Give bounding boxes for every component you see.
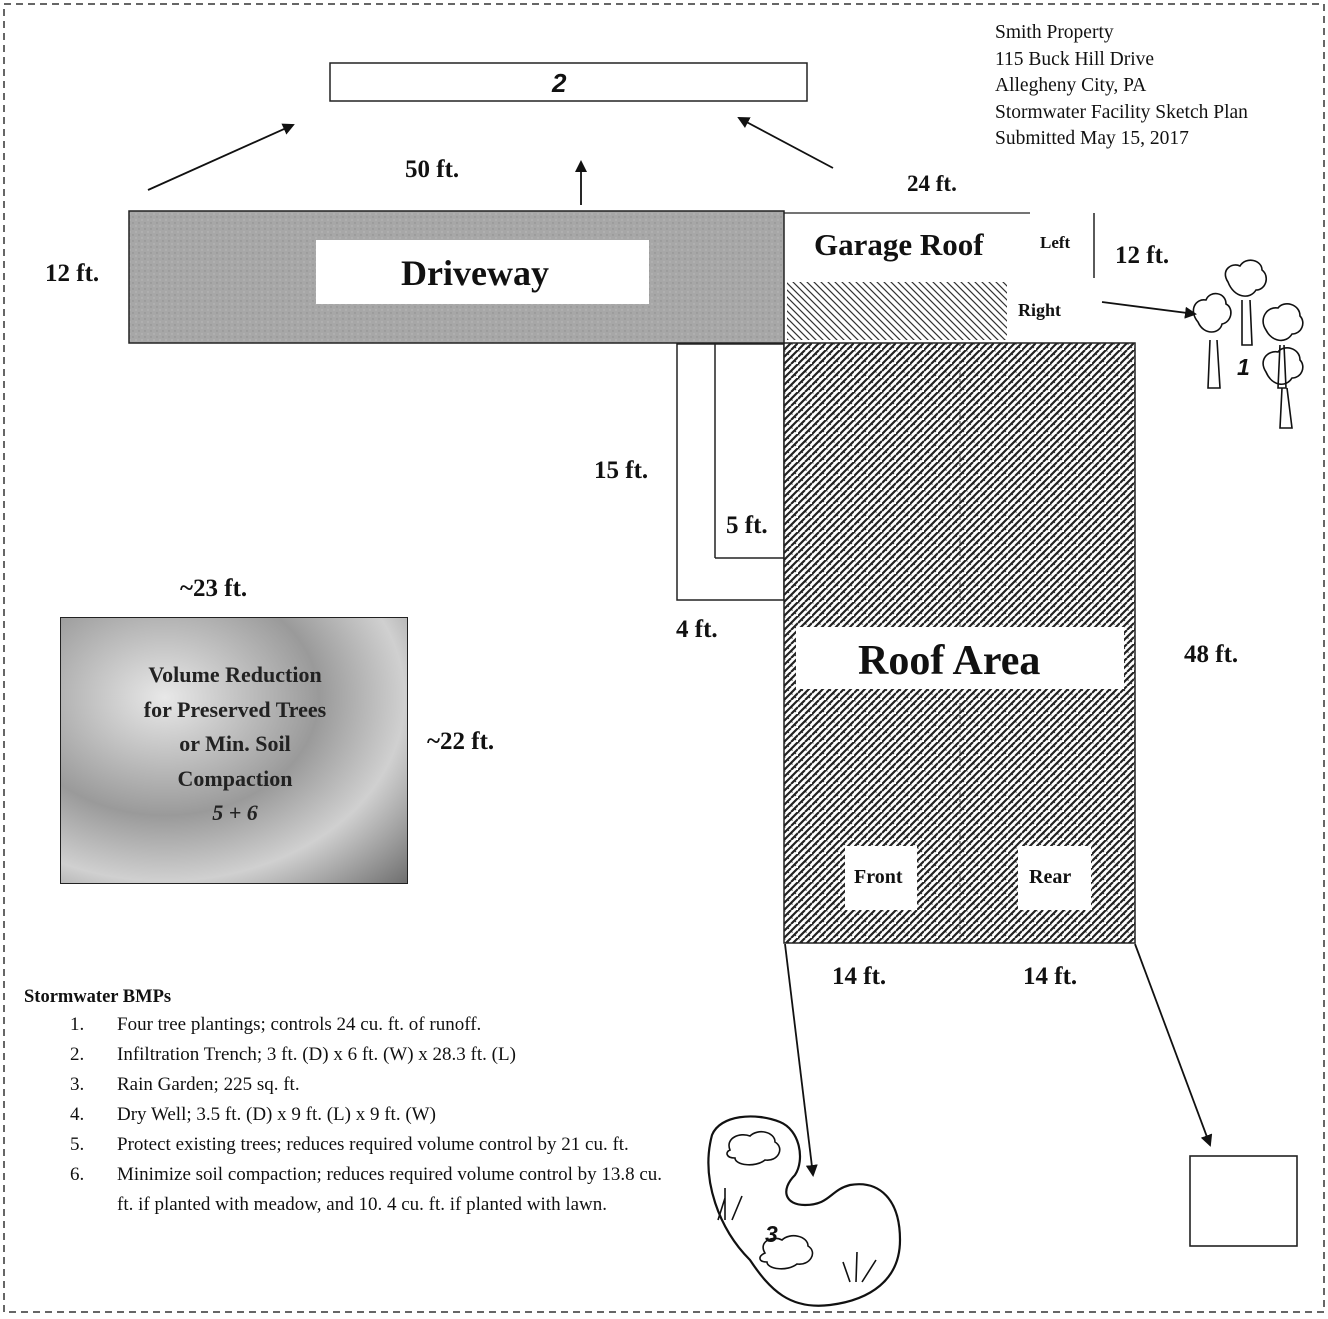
bmp-marker-1: 1 [1237, 354, 1250, 380]
dim-roof-rear: 14 ft. [1023, 963, 1078, 990]
volume-line-2: for Preserved Trees [143, 696, 327, 722]
bmp-marker-3: 3 [765, 1221, 778, 1247]
garage-roof-label: Garage Roof [814, 227, 984, 262]
title-block: Smith Property 115 Buck Hill Drive Alleg… [995, 20, 1248, 153]
arrow-rear-roof [1134, 943, 1213, 1147]
bmp-list: 1. Four tree plantings; controls 24 cu. f… [24, 1010, 674, 1220]
bmp-item-number: 6. [70, 1164, 85, 1185]
bmp-marker-2: 2 [552, 68, 567, 98]
page-border [3, 3, 1325, 1313]
infiltration-trench [329, 62, 808, 102]
volume-reduction-area: Volume Reduction for Preserved Trees or … [60, 617, 408, 884]
title-line-5: Submitted May 15, 2017 [995, 128, 1189, 149]
bmp-item: 4. Dry Well; 3.5 ft. (D) x 9 ft. (L) x 9 … [24, 1100, 674, 1130]
dim-walk-width: 4 ft. [676, 616, 718, 643]
title-line-2: 115 Buck Hill Drive [995, 48, 1155, 70]
title-line-3: Allegheny City, PA [995, 75, 1147, 96]
dry-well [1189, 1155, 1298, 1247]
bmp-item-text: Dry Well; 3.5 ft. (D) x 9 ft. (L) x 9 ft… [117, 1104, 436, 1125]
bmp-item: 2. Infiltration Trench; 3 ft. (D) x 6 ft.… [24, 1040, 674, 1070]
arrow-driveway-left [147, 123, 295, 191]
front-label: Front [854, 866, 903, 888]
bmp-item-number: 2. [70, 1044, 85, 1065]
bmp-item-text: Rain Garden; 225 sq. ft. [117, 1074, 300, 1095]
walkway-outer [676, 343, 785, 601]
bmp-item-number: 4. [70, 1104, 85, 1125]
dim-roof-front: 14 ft. [832, 963, 887, 990]
volume-line-4: Compaction [177, 765, 293, 791]
bmp-item: 5. Protect existing trees; reduces requir… [24, 1130, 674, 1160]
driveway-label-box [316, 240, 649, 304]
dim-roof-length: 48 ft. [1184, 641, 1239, 668]
volume-line-1: Volume Reduction [148, 662, 322, 687]
bmp-heading: Stormwater BMPs [24, 987, 172, 1007]
dim-walk-step: 5 ft. [726, 512, 768, 539]
bmp-item-number: 1. [70, 1014, 85, 1035]
roof-area-label-box [796, 627, 1124, 689]
arrow-garage [737, 117, 834, 169]
bmp-item-number: 5. [70, 1134, 85, 1155]
dim-driveway-width: 12 ft. [45, 260, 100, 287]
bmp-legend: Stormwater BMPs 1. Four tree plantings; c… [24, 984, 674, 1220]
arrow-front-roof [784, 943, 818, 1177]
rain-garden [707, 1115, 902, 1307]
bmp-item-text: Minimize soil compaction; reduces requir… [117, 1164, 663, 1215]
rear-label: Rear [1029, 866, 1072, 888]
dim-volume-width: ~23 ft. [180, 575, 248, 602]
title-line-4: Stormwater Facility Sketch Plan [995, 101, 1248, 123]
driveway-label: Driveway [401, 253, 549, 293]
dim-driveway-length: 50 ft. [405, 156, 460, 183]
tree-plantings [1192, 259, 1304, 429]
dim-garage-depth: 12 ft. [1115, 242, 1170, 269]
dim-volume-height: ~22 ft. [427, 728, 495, 755]
left-label: Left [1040, 233, 1071, 252]
title-line-1: Smith Property [995, 22, 1114, 43]
bmp-item-text: Protect existing trees; reduces required… [117, 1134, 629, 1155]
volume-line-3: or Min. Soil [179, 731, 291, 756]
rear-label-box [1018, 846, 1091, 910]
arrow-right-roof [1101, 301, 1197, 319]
bmp-item-number: 3. [70, 1074, 85, 1095]
dim-walk-length: 15 ft. [594, 457, 649, 484]
garage-hatch-right [787, 282, 1007, 340]
bmp-item-text: Four tree plantings; controls 24 cu. ft.… [117, 1014, 482, 1035]
bmp-item: 6. Minimize soil compaction; reduces requ… [24, 1160, 674, 1220]
front-label-box [845, 846, 917, 910]
bmp-item-text: Infiltration Trench; 3 ft. (D) x 6 ft. (… [117, 1044, 516, 1065]
dim-garage-width: 24 ft. [907, 171, 957, 196]
volume-line-5: 5 + 6 [212, 800, 258, 825]
bmp-item: 3. Rain Garden; 225 sq. ft. [24, 1070, 674, 1100]
roof-area-label: Roof Area [858, 638, 1041, 684]
right-label: Right [1018, 300, 1062, 320]
bmp-item: 1. Four tree plantings; controls 24 cu. f… [24, 1010, 674, 1040]
